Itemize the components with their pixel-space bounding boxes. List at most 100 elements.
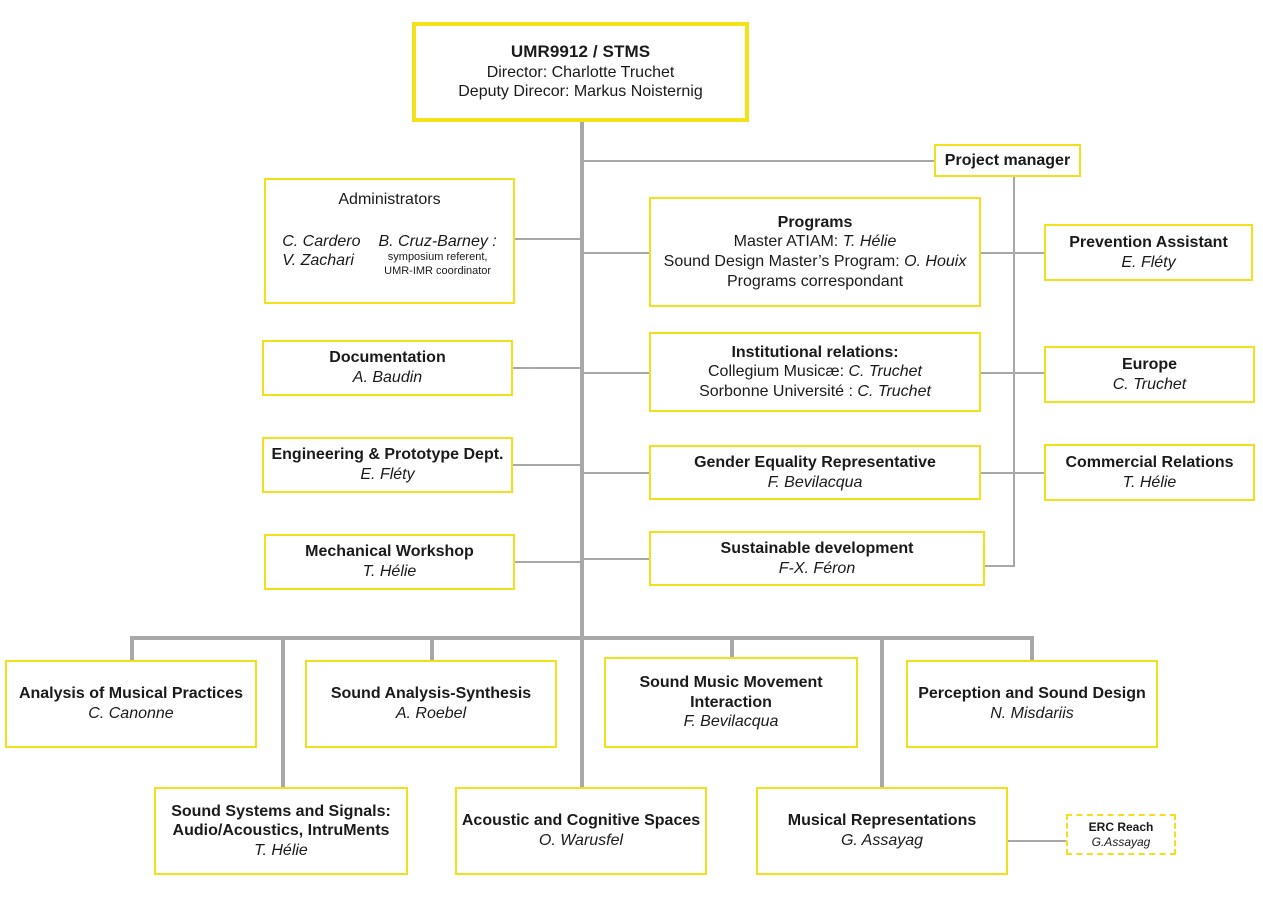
- box-musical-representations[interactable]: Musical Representations G. Assayag: [756, 787, 1008, 875]
- institutional-line-2-label: Sorbonne Université :: [699, 382, 858, 400]
- gender-equality-name: F. Bevilacqua: [767, 473, 863, 491]
- erc-reach-title: ERC Reach: [1088, 819, 1154, 834]
- connector-europe: [1013, 372, 1045, 374]
- programs-line-3: Programs correspondant: [727, 272, 903, 292]
- connector-root-to-project-manager: [582, 160, 934, 162]
- box-engineering-prototype-dept[interactable]: Engineering & Prototype Dept. E. Fléty: [262, 437, 513, 493]
- connector-spine-lower: [580, 640, 584, 787]
- box-root-umr9912[interactable]: UMR9912 / STMS Director: Charlotte Truch…: [412, 22, 749, 122]
- programs-line-1-label: Master ATIAM:: [733, 233, 843, 251]
- box-programs[interactable]: Programs Master ATIAM: T. Hélie Sound De…: [649, 197, 981, 307]
- europe-name: C. Truchet: [1112, 375, 1187, 393]
- sound-analysis-synthesis-name: A. Roebel: [395, 705, 467, 722]
- prevention-assistant-name: E. Fléty: [1121, 253, 1176, 271]
- box-project-manager[interactable]: Project manager: [934, 144, 1081, 177]
- connector-teams-bar: [130, 636, 1034, 640]
- documentation-title: Documentation: [329, 349, 446, 367]
- connector-gender-equality: [582, 472, 650, 474]
- box-documentation[interactable]: Documentation A. Baudin: [262, 340, 513, 396]
- connector-documentation: [512, 367, 582, 369]
- root-title: UMR9912 / STMS: [510, 42, 651, 62]
- box-sustainable-development[interactable]: Sustainable development F-X. Féron: [649, 531, 985, 586]
- sustainable-development-name: F-X. Féron: [778, 559, 856, 577]
- programs-line-1-name: T. Hélie: [842, 233, 897, 251]
- box-sound-systems-and-signals[interactable]: Sound Systems and Signals: Audio/Acousti…: [154, 787, 408, 875]
- connector-erc-reach: [1008, 840, 1068, 842]
- connector-drop-sound-music-movement: [730, 636, 734, 657]
- europe-title: Europe: [1121, 355, 1178, 373]
- box-mechanical-workshop[interactable]: Mechanical Workshop T. Hélie: [264, 534, 515, 590]
- acoustic-cognitive-spaces-title: Acoustic and Cognitive Spaces: [461, 812, 701, 830]
- prevention-assistant-title: Prevention Assistant: [1069, 233, 1228, 251]
- erc-reach-name: G.Assayag: [1091, 834, 1151, 849]
- sustainable-development-title: Sustainable development: [720, 539, 914, 557]
- connector-drop-sound-systems-signals: [281, 636, 285, 787]
- engineering-title: Engineering & Prototype Dept.: [271, 446, 504, 464]
- box-analysis-of-musical-practices[interactable]: Analysis of Musical Practices C. Canonne: [5, 660, 257, 748]
- engineering-name: E. Fléty: [360, 466, 415, 483]
- administrators-right-entry: B. Cruz-Barney : symposium referent, UMR…: [378, 232, 496, 279]
- programs-line-1: Master ATIAM: T. Hélie: [734, 232, 897, 252]
- sound-systems-title-line2: Audio/Acoustics, IntruMents: [172, 822, 390, 840]
- sound-music-movement-title-line2: Interaction: [690, 693, 772, 711]
- box-europe[interactable]: Europe C. Truchet: [1044, 346, 1255, 403]
- connector-spine-main: [580, 120, 584, 640]
- institutional-line-2-name: C. Truchet: [857, 382, 931, 400]
- analysis-musical-practices-title: Analysis of Musical Practices: [18, 685, 244, 703]
- commercial-relations-name: T. Hélie: [1122, 473, 1177, 491]
- commercial-relations-title: Commercial Relations: [1065, 453, 1234, 471]
- institutional-line-1-name: C. Truchet: [848, 363, 922, 381]
- box-perception-and-sound-design[interactable]: Perception and Sound Design N. Misdariis: [906, 660, 1158, 748]
- box-prevention-assistant[interactable]: Prevention Assistant E. Fléty: [1044, 224, 1253, 281]
- acoustic-cognitive-spaces-name: O. Warusfel: [538, 832, 624, 849]
- programs-line-2-label: Sound Design Master’s Program:: [663, 253, 905, 270]
- box-administrators[interactable]: Administrators C. Cardero V. Zachari B. …: [264, 178, 515, 304]
- connector-prevention-assistant: [1013, 252, 1045, 254]
- programs-line-2-name: O. Houix: [904, 253, 967, 270]
- project-manager-title: Project manager: [944, 151, 1071, 169]
- connector-drop-perception-sound-design: [1030, 636, 1034, 660]
- programs-line-3-label: Programs correspondant: [726, 272, 904, 290]
- connector-gender-right: [980, 472, 1015, 474]
- connector-programs: [582, 252, 650, 254]
- box-commercial-relations[interactable]: Commercial Relations T. Hélie: [1044, 444, 1255, 501]
- institutional-title: Institutional relations:: [731, 343, 899, 361]
- box-acoustic-and-cognitive-spaces[interactable]: Acoustic and Cognitive Spaces O. Warusfe…: [455, 787, 707, 875]
- sound-music-movement-name: F. Bevilacqua: [683, 713, 779, 731]
- sound-analysis-synthesis-title: Sound Analysis-Synthesis: [330, 685, 532, 703]
- connector-administrators: [514, 238, 582, 240]
- box-sound-music-movement-interaction[interactable]: Sound Music Movement Interaction F. Bevi…: [604, 657, 858, 748]
- gender-equality-title: Gender Equality Representative: [694, 453, 936, 471]
- perception-sound-design-title: Perception and Sound Design: [918, 685, 1146, 703]
- box-gender-equality-representative[interactable]: Gender Equality Representative F. Bevila…: [649, 445, 981, 500]
- programs-title: Programs: [777, 213, 853, 231]
- connector-commercial-relations: [1013, 472, 1045, 474]
- box-institutional-relations[interactable]: Institutional relations: Collegium Music…: [649, 332, 981, 412]
- sound-systems-title-line1: Sound Systems and Signals:: [171, 802, 391, 820]
- institutional-line-2: Sorbonne Université : C. Truchet: [699, 382, 931, 402]
- connector-drop-sound-analysis-synthesis: [430, 636, 434, 660]
- institutional-line-1-label: Collegium Musicæ:: [708, 363, 849, 381]
- box-sound-analysis-synthesis[interactable]: Sound Analysis-Synthesis A. Roebel: [305, 660, 557, 748]
- sound-music-movement-title-line1: Sound Music Movement: [639, 674, 823, 692]
- mechanical-workshop-title: Mechanical Workshop: [305, 543, 474, 561]
- administrator-name-1: C. Cardero: [282, 232, 361, 250]
- mechanical-workshop-name: T. Hélie: [362, 563, 417, 580]
- administrator-role-1: symposium referent,: [387, 251, 488, 264]
- connector-drop-analysis-musical-practices: [130, 636, 134, 660]
- root-deputy-director: Deputy Direcor: Markus Noisternig: [458, 83, 703, 101]
- connector-programs-right: [980, 252, 1015, 254]
- connector-engineering: [512, 464, 582, 466]
- connector-institutional-right: [980, 372, 1015, 374]
- sound-systems-name: T. Hélie: [254, 841, 308, 859]
- administrators-left-names: C. Cardero V. Zachari: [282, 232, 360, 271]
- root-director: Director: Charlotte Truchet: [486, 63, 675, 81]
- connector-sustainable-right: [980, 565, 1015, 567]
- connector-project-manager-riser: [1013, 176, 1015, 566]
- musical-representations-name: G. Assayag: [840, 832, 924, 849]
- administrator-role-2: UMR-IMR coordinator: [384, 264, 492, 277]
- connector-drop-musical-representations: [880, 636, 884, 787]
- connector-institutional: [582, 372, 650, 374]
- box-erc-reach[interactable]: ERC Reach G.Assayag: [1066, 814, 1176, 855]
